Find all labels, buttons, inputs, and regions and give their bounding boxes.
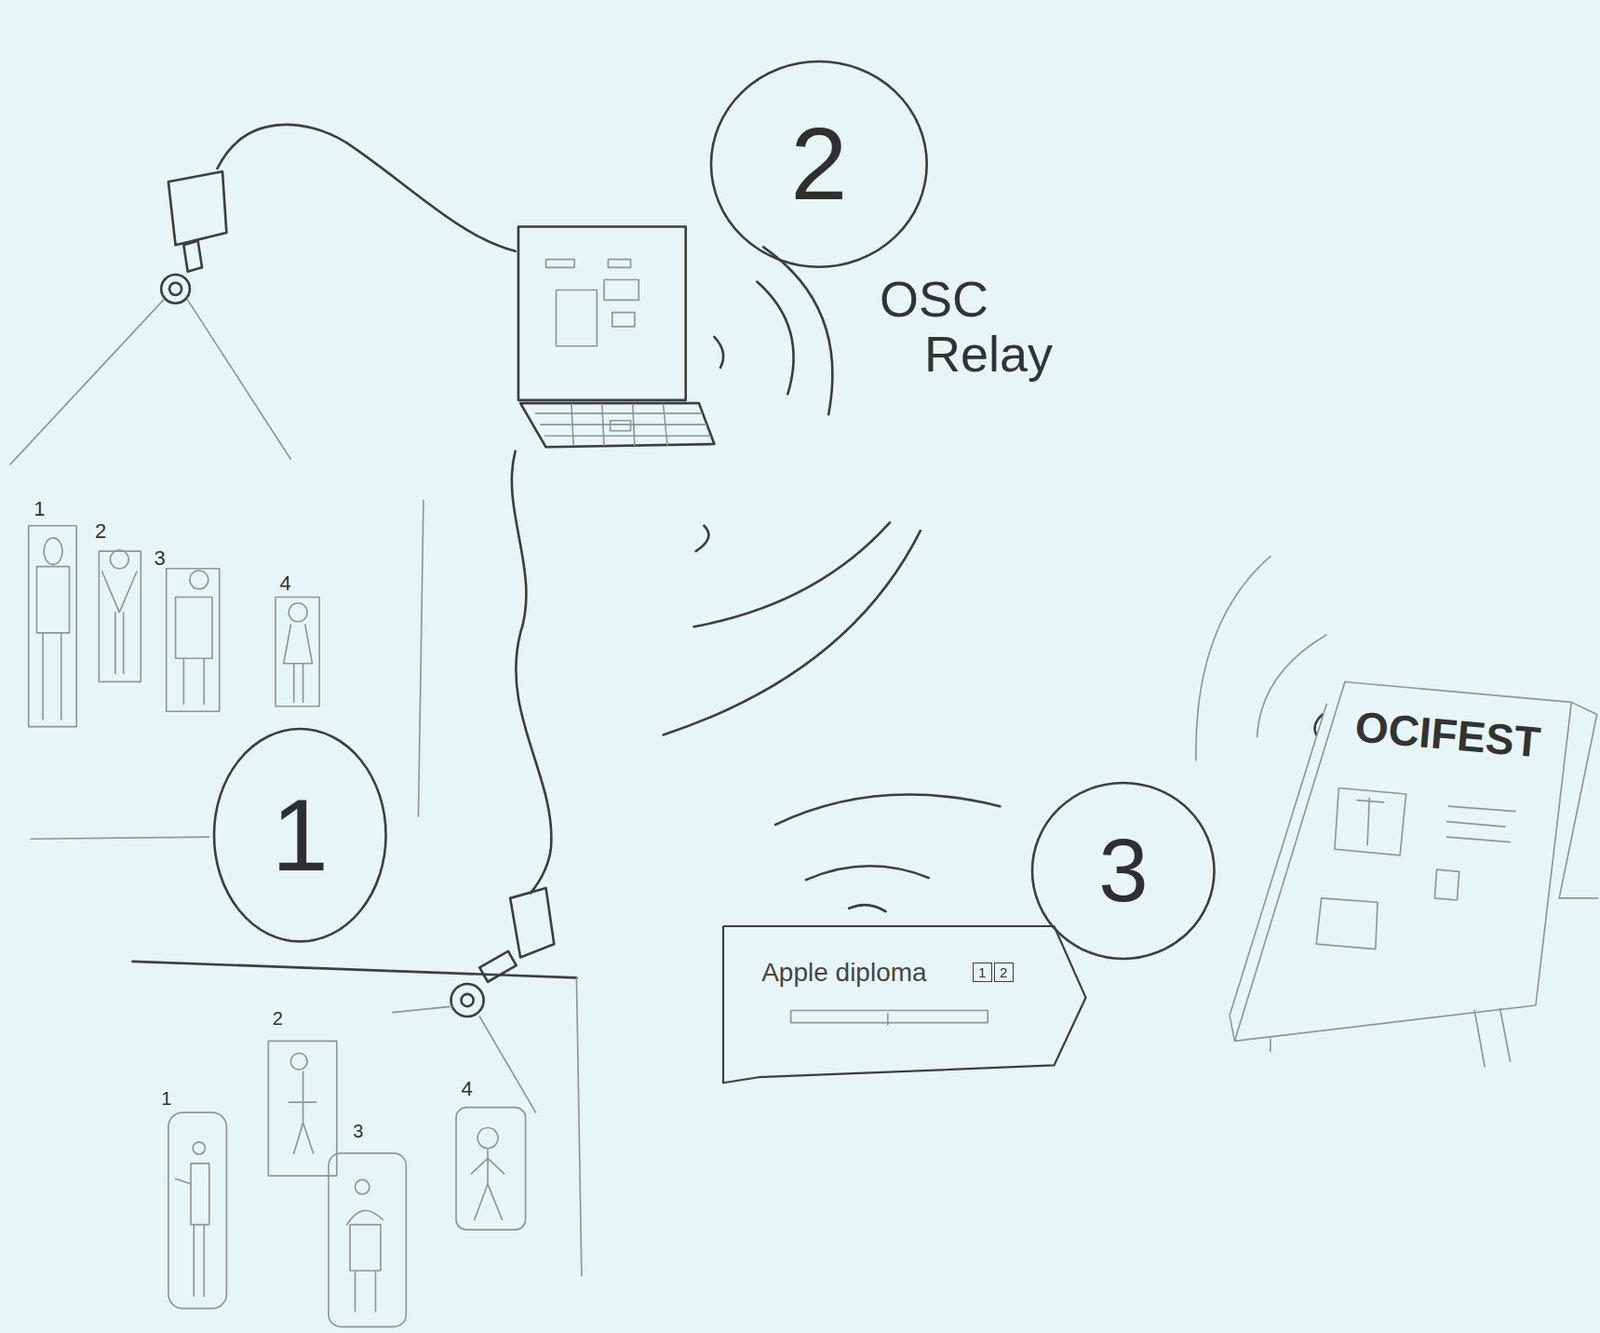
camera-view-line [188,299,292,459]
screen-window [607,259,631,269]
wireless-wave [775,794,1000,825]
person-figure [347,1179,383,1311]
person-figure [288,1052,317,1153]
callout-number: 3 [1098,825,1148,915]
camera-mount [479,951,516,982]
wireless-wave [696,525,710,552]
wireless-wave [756,282,794,395]
wireless-wave [713,336,724,368]
poster-stand [1229,701,1599,1066]
camera-mount [183,241,202,272]
screen-window [604,280,639,301]
wireless-wave [1257,634,1328,738]
person-number: 2 [94,520,107,543]
person-frame [166,568,220,712]
room-line [417,499,423,817]
callout-number: 2 [790,112,848,216]
slide-box: 2 [994,962,1014,982]
slide-box: 1 [972,962,993,982]
person-frame [98,551,141,682]
person-number: 4 [461,1077,473,1101]
circle-outline [1032,782,1215,959]
person-frame [268,1040,337,1176]
camera-body [168,171,227,245]
camera-cable [511,451,552,894]
camera-view-line [479,1016,536,1113]
circle-outline [214,728,387,942]
person-frame [456,1107,526,1231]
progress-mark [887,1013,889,1025]
screen-window [555,289,597,346]
poster-picture [1316,898,1378,950]
camera-view-line [10,299,163,465]
room-line [576,977,581,1276]
wireless-wave [693,522,889,627]
poster-picture-detail [1357,797,1385,845]
slide-number: 1 [978,965,986,980]
room-line [30,836,210,839]
wireless-wave [1196,556,1271,761]
person-number: 1 [33,497,45,521]
person-number: 1 [161,1088,172,1109]
poster-title: OCIFEST [1342,702,1576,786]
keyboard-keys [536,403,711,445]
person-figure [175,570,213,705]
person-figure [175,1142,210,1297]
sign-shape [722,923,1088,1085]
callout-circle: 2 [709,59,929,269]
wireless-wave [663,530,921,735]
slide-number: 2 [999,965,1008,980]
screen-window [546,259,576,269]
sign-text: Apple diploma [761,958,1088,988]
camera-lens-inner [461,994,474,1007]
camera-body [510,887,554,958]
camera-lens [161,274,190,304]
person-frame [28,525,78,727]
person-number: 3 [352,1120,364,1142]
screen-window [612,312,635,327]
person-frame [275,596,320,706]
camera-view-line [392,1006,453,1013]
display-sign: Apple diploma12 [722,923,1088,1085]
camera-lens-inner [169,282,182,296]
laptop-keyboard [520,403,714,447]
wireless-wave [848,904,886,912]
camera-lens [451,983,485,1017]
person-number: 3 [154,547,166,570]
callout-number: 1 [271,783,329,887]
wireless-wave [763,246,833,415]
sign-text: OCIFEST [1353,703,1576,770]
person-number: 4 [279,572,291,595]
camera-cable [217,124,516,252]
person-figure [102,550,137,674]
sign-outline [723,926,1086,1083]
person-frame [168,1112,227,1308]
circle-outline [711,61,928,268]
callout-circle: 1 [212,726,389,943]
poster-text-lines [1447,806,1516,842]
poster-picture [1334,787,1407,855]
progress-bar [791,1009,989,1022]
person-figure [283,603,313,702]
person-number: 2 [272,1008,283,1029]
person-figure [470,1128,504,1221]
laptop-screen [518,226,686,400]
wireless-wave [806,865,929,880]
poster-picture [1434,869,1459,901]
person-figure [36,537,69,720]
person-frame [328,1153,406,1327]
note-text: OSC Relay [879,271,1114,383]
laptop-touchpad [610,420,632,431]
